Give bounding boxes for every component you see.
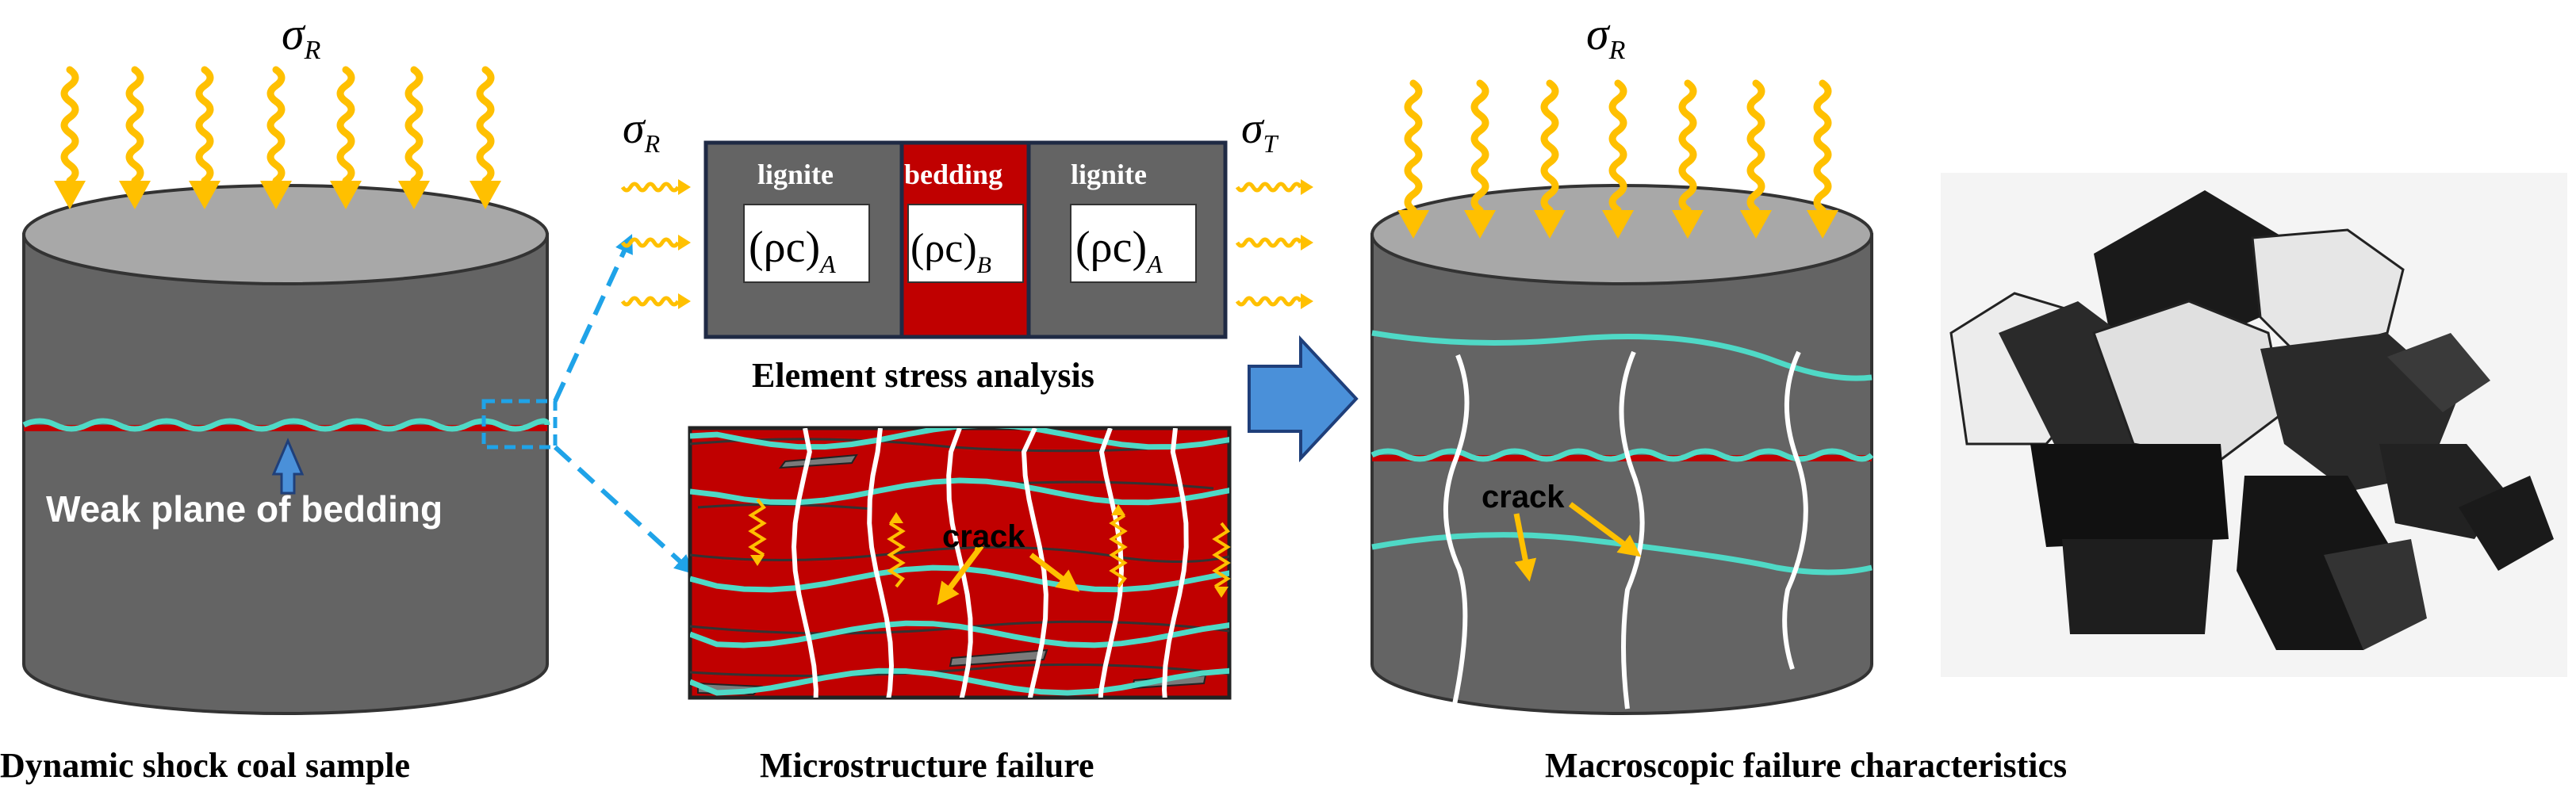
side-stress-wave [1235, 182, 1303, 193]
left-bedding-wave [22, 418, 550, 432]
stress-wave-arrow [336, 66, 355, 185]
side-stress-wave [620, 237, 680, 248]
stress-wave-arrow [266, 66, 286, 185]
macro-crack-label: crack [1482, 480, 1565, 514]
lignite-right-label: lignite [1071, 159, 1147, 190]
stress-wave-arrow [1608, 79, 1627, 214]
stress-wave-arrow [404, 66, 424, 185]
side-stress-arrowhead [1301, 293, 1313, 309]
side-stress-wave [620, 296, 680, 307]
stress-wave-arrow [1746, 79, 1765, 214]
left-stress-waves [54, 66, 501, 209]
micro-stress-arrow [887, 522, 906, 588]
micro-crack [1161, 428, 1189, 698]
side-stress-arrowhead [1301, 179, 1313, 195]
stress-wave-arrow [1540, 79, 1559, 214]
connector-to-micro [553, 445, 694, 575]
right-arrow-icon [1248, 335, 1359, 463]
stress-wave-arrow [1678, 79, 1697, 214]
micro-crack [1021, 428, 1048, 698]
stress-wave-arrowhead [1807, 210, 1838, 239]
micro-stress-arrowhead [750, 555, 765, 566]
stress-wave-arrowhead [1397, 210, 1429, 239]
micro-caption: Microstructure failure [760, 746, 1094, 785]
micro-wave [690, 428, 1229, 450]
weak-plane-label: Weak plane of bedding [46, 488, 443, 530]
bedding-label: bedding [904, 159, 1002, 190]
side-stress-arrowhead [678, 235, 691, 251]
lignite-left-label: lignite [757, 159, 834, 190]
stress-wave-arrow [1813, 79, 1832, 214]
micro-wave [690, 477, 1229, 506]
side-stress-wave [1235, 296, 1303, 307]
micro-stress-arrowhead [1214, 587, 1229, 598]
stress-wave-arrowhead [1602, 210, 1634, 239]
microstructure-panel [688, 426, 1232, 700]
up-arrow-icon [271, 438, 305, 495]
side-stress-arrowhead [1301, 235, 1313, 251]
right-caption: Macroscopic failure characteristics [1545, 746, 2067, 785]
stress-wave-arrow [1470, 79, 1489, 214]
micro-wave [690, 564, 1229, 593]
right-stress-waves [1397, 79, 1838, 239]
micro-stress-arrow [1212, 522, 1231, 588]
stress-wave-arrowhead [398, 181, 430, 209]
element-stress-caption: Element stress analysis [752, 356, 1094, 395]
stress-wave-arrow [60, 66, 79, 185]
rho-c-b: (ρc)B [910, 226, 991, 278]
micro-stress-arrow [1109, 514, 1128, 588]
side-stress-wave [1235, 237, 1303, 248]
incident-sigma-label: σR [623, 104, 661, 158]
stress-wave-arrowhead [1534, 210, 1566, 239]
rho-c-a-right: (ρc)A [1075, 223, 1163, 278]
right-sigma-label: σR [1586, 8, 1626, 65]
stress-wave-arrowhead [330, 181, 362, 209]
micro-stress-arrowhead [1111, 504, 1125, 515]
right-coal-cylinder [1370, 184, 1874, 715]
stress-wave-arrowhead [119, 181, 151, 209]
stress-wave-arrow [125, 66, 144, 185]
stress-wave-arrowhead [189, 181, 220, 209]
side-stress-waves [620, 179, 1313, 309]
micro-wave [690, 668, 1229, 696]
stress-wave-arrow [195, 66, 214, 185]
side-stress-arrowhead [678, 293, 691, 309]
stress-wave-arrowhead [54, 181, 86, 209]
selection-box [481, 399, 558, 449]
micro-wave [690, 620, 1229, 648]
stress-wave-arrowhead [470, 181, 501, 209]
transmitted-sigma-label: σT [1241, 104, 1279, 158]
side-stress-wave [620, 182, 680, 193]
stress-wave-arrowhead [260, 181, 292, 209]
connector-to-stress [553, 234, 633, 403]
micro-crack-label: crack [942, 519, 1025, 554]
micro-stress-arrow [748, 498, 767, 557]
stress-wave-arrowhead [1740, 210, 1772, 239]
left-sigma-label: σR [282, 8, 321, 65]
left-caption: Dynamic shock coal sample [0, 746, 410, 785]
micro-stress-arrowhead [889, 512, 903, 523]
stress-wave-arrowhead [1672, 210, 1704, 239]
micro-crack [791, 428, 818, 698]
stress-wave-arrowhead [1464, 210, 1496, 239]
element-stress-panel [703, 140, 1228, 339]
micro-crack [1098, 428, 1125, 698]
rho-c-a-left: (ρc)A [749, 223, 836, 278]
micro-crack [867, 428, 895, 698]
stress-wave-arrow [1404, 79, 1423, 214]
side-stress-arrowhead [678, 179, 691, 195]
coal-fragments-photo [1941, 173, 2567, 677]
stress-wave-arrow [476, 66, 495, 185]
